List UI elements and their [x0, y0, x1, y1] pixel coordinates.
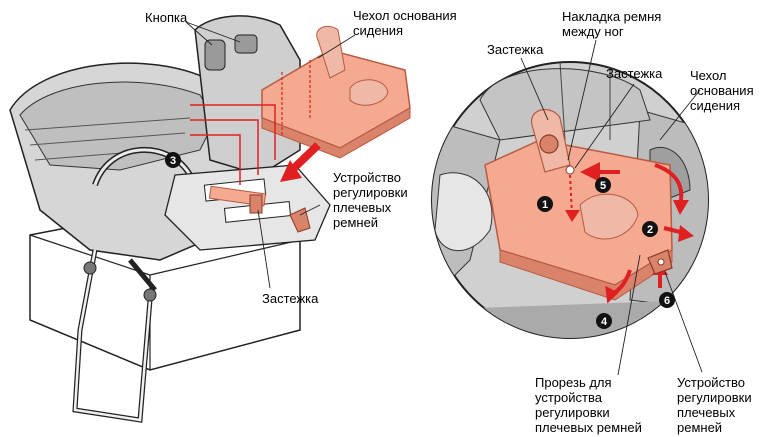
- label-slot: Прорезь для устройства регулировки плече…: [535, 375, 642, 435]
- label-clasp-right-2: Застежка: [606, 66, 662, 81]
- label-button: Кнопка: [145, 10, 187, 25]
- label-adjuster-right: Устройство регулировки плечевых ремней: [677, 375, 752, 435]
- step-marker-4: 4: [596, 313, 612, 329]
- label-crotch-pad: Накладка ремня между ног: [562, 9, 661, 39]
- step-number-3: 3: [170, 155, 176, 167]
- clasp-tab: [250, 195, 262, 213]
- step-marker-1: 1: [537, 196, 553, 212]
- step-marker-2: 2: [642, 221, 658, 237]
- step-marker-5: 5: [595, 177, 611, 193]
- label-seat-cover-left: Чехол основания сидения: [353, 8, 457, 38]
- step-marker-6: 6: [659, 292, 675, 308]
- right-figure: 1 2 4 5 6: [420, 40, 710, 375]
- button-left: [205, 40, 225, 70]
- step-number-4: 4: [601, 316, 608, 328]
- label-adjuster-left: Устройство регулировки плечевых ремней: [333, 170, 408, 230]
- label-seat-cover-right: Чехол основания сидения: [690, 68, 754, 113]
- button-right: [235, 35, 257, 53]
- label-clasp-right-1: Застежка: [487, 42, 543, 57]
- step-number-6: 6: [664, 295, 670, 307]
- step-number-2: 2: [647, 224, 653, 236]
- step-number-1: 1: [542, 199, 548, 211]
- label-clasp-left: Застежка: [262, 291, 318, 306]
- step-number-5: 5: [600, 180, 606, 192]
- clasp-buckle: [540, 135, 558, 153]
